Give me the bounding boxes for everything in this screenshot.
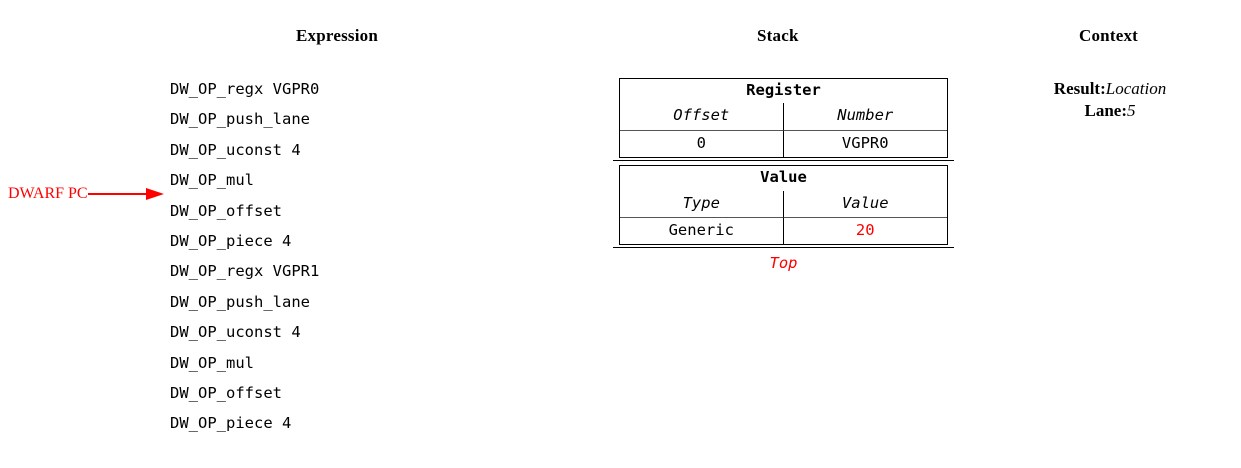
- context-value: Location: [1105, 79, 1167, 98]
- expression-line: DW_OP_piece 4: [170, 414, 292, 433]
- stack-cell-value: 20: [855, 220, 875, 239]
- stack-cell-number: VGPR0: [841, 133, 889, 152]
- stack-entry-separator-rule: [613, 160, 954, 163]
- dwarf-pc-marker: DWARF PC: [8, 186, 166, 202]
- expression-line: DW_OP_regx VGPR0: [170, 80, 320, 98]
- expression-line: DW_OP_offset: [170, 383, 282, 402]
- dwarf-pc-arrow-icon: [87, 188, 164, 200]
- expression-listing: DW_OP_regx VGPR0 DW_OP_push_lane DW_OP_u…: [170, 74, 570, 439]
- context-key: Lane:: [1084, 101, 1128, 120]
- expression-line: DW_OP_uconst 4: [170, 323, 301, 342]
- stack-entry-value-row: Generic 20: [620, 217, 947, 245]
- stack-bottom-rule: [613, 247, 954, 250]
- expression-line: DW_OP_push_lane: [170, 110, 310, 129]
- stack-column-header: Type: [620, 190, 784, 218]
- stack-column-header: Offset: [620, 103, 784, 131]
- stack-entry-title: Value: [760, 168, 807, 187]
- column-heading-expression: Expression: [296, 26, 378, 45]
- context-panel: Result:Location Lane:5: [1010, 78, 1210, 122]
- expression-line: DW_OP_push_lane: [170, 292, 310, 311]
- stack-panel: Register Offset Number 0 VGPR0 Value Typ…: [613, 78, 954, 273]
- stack-entry-value-row: 0 VGPR0: [620, 130, 947, 158]
- context-row-lane: Lane:5: [1010, 100, 1210, 122]
- stack-entry-register: Register Offset Number 0 VGPR0: [619, 78, 948, 159]
- context-value: 5: [1127, 101, 1136, 120]
- stack-column-header: Number: [783, 103, 947, 131]
- stack-entry-title: Register: [746, 81, 821, 99]
- expression-line: DW_OP_regx VGPR1: [170, 262, 320, 281]
- context-key: Result:: [1053, 79, 1106, 98]
- stack-top-label: Top: [769, 254, 798, 273]
- context-row-result: Result:Location: [1010, 78, 1210, 100]
- column-heading-stack: Stack: [757, 26, 799, 45]
- stack-cell-type: Generic: [620, 217, 784, 245]
- stack-column-header: Value: [783, 191, 947, 218]
- expression-line-current: DW_OP_offset: [170, 201, 282, 220]
- stack-entry-value: Value Type Value Generic 20: [619, 165, 948, 246]
- expression-line: DW_OP_mul: [170, 353, 254, 372]
- stack-cell-offset: 0: [620, 130, 784, 158]
- stack-entry-header-row: Offset Number: [620, 103, 947, 131]
- expression-line: DW_OP_mul: [170, 171, 254, 190]
- stack-entry-header-row: Type Value: [620, 190, 947, 218]
- expression-line: DW_OP_piece 4: [170, 231, 292, 250]
- expression-line: DW_OP_uconst 4: [170, 140, 301, 159]
- dwarf-pc-label: DWARF PC: [8, 185, 88, 202]
- column-heading-context: Context: [1079, 26, 1138, 45]
